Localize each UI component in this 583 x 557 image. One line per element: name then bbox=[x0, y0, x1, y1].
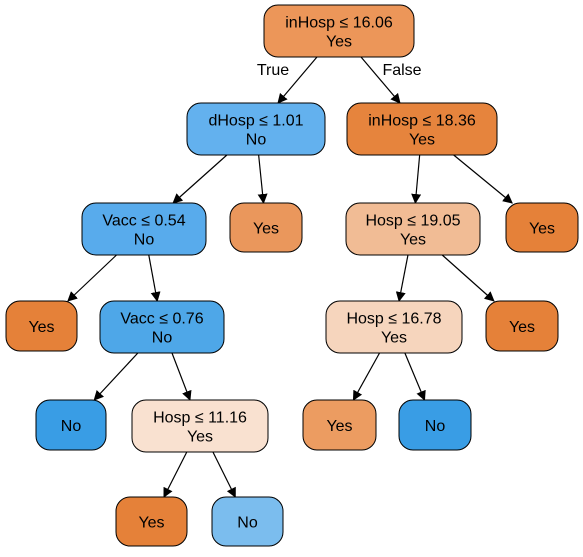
tree-node-box bbox=[505, 202, 579, 253]
tree-node-split-rule: inHosp ≤ 16.06 bbox=[285, 15, 393, 32]
tree-node-box bbox=[229, 202, 303, 253]
tree-node-box bbox=[485, 300, 559, 352]
tree-node-class: Yes bbox=[409, 132, 435, 149]
tree-node-split-rule: inHosp ≤ 18.36 bbox=[368, 113, 476, 130]
tree-node: Yes bbox=[229, 202, 303, 253]
tree-node-split-rule: Hosp ≤ 11.16 bbox=[153, 410, 247, 427]
tree-node-box bbox=[346, 102, 498, 156]
tree-node-box bbox=[5, 300, 78, 352]
tree-edge-arrow bbox=[441, 254, 495, 302]
tree-node: Yes bbox=[505, 202, 579, 253]
tree-node-box bbox=[81, 202, 207, 256]
tree-node-class: Yes bbox=[381, 330, 407, 347]
tree-node: Yes bbox=[485, 300, 559, 352]
tree-edge-arrow bbox=[395, 254, 409, 302]
tree-node-class: Yes bbox=[326, 418, 352, 435]
tree-edge-arrow bbox=[172, 154, 228, 204]
tree-node-class: Yes bbox=[509, 319, 535, 336]
tree-edge-arrow bbox=[212, 451, 236, 498]
tree-node-class: Yes bbox=[253, 221, 279, 238]
edge-label-true: True bbox=[257, 62, 289, 79]
tree-node: No bbox=[35, 399, 107, 451]
tree-node-split-rule: Hosp ≤ 16.78 bbox=[346, 311, 441, 328]
tree-node-split-rule: Vacc ≤ 0.76 bbox=[120, 311, 203, 328]
tree-node-class: Yes bbox=[326, 34, 352, 51]
tree-node-split-rule: Vacc ≤ 0.54 bbox=[102, 213, 185, 230]
edges-layer bbox=[67, 56, 513, 498]
tree-node-box bbox=[131, 399, 269, 453]
tree-edge-arrow bbox=[453, 154, 513, 204]
tree-edge-arrow bbox=[171, 352, 192, 401]
tree-edge-arrow bbox=[257, 154, 268, 204]
tree-edge-arrow bbox=[411, 154, 422, 204]
tree-node-class: No bbox=[61, 418, 82, 435]
tree-node-class: Yes bbox=[529, 221, 555, 238]
tree-node-class: No bbox=[134, 232, 155, 249]
tree-node-class: No bbox=[246, 132, 267, 149]
tree-node: Yes bbox=[302, 399, 377, 451]
tree-node-box bbox=[302, 399, 377, 451]
tree-node-class: Yes bbox=[187, 429, 213, 446]
tree-edge-arrow bbox=[93, 352, 139, 401]
tree-node-box bbox=[211, 496, 284, 547]
tree-node-box bbox=[35, 399, 107, 451]
tree-node-box bbox=[345, 202, 481, 256]
tree-node-class: No bbox=[425, 418, 446, 435]
tree-node-box bbox=[398, 399, 472, 451]
tree-node-split-rule: Hosp ≤ 19.05 bbox=[365, 213, 460, 230]
tree-node-box bbox=[263, 4, 415, 58]
tree-node-box bbox=[99, 300, 225, 354]
tree-edge-arrow bbox=[404, 352, 426, 401]
edge-label-false: False bbox=[382, 62, 421, 79]
tree-edge-arrow bbox=[67, 254, 117, 302]
tree-node: No bbox=[398, 399, 472, 451]
tree-node: No bbox=[211, 496, 284, 547]
tree-node-split-rule: dHosp ≤ 1.01 bbox=[208, 113, 303, 130]
tree-node-box bbox=[115, 496, 188, 547]
tree-edge-arrow bbox=[277, 56, 318, 104]
tree-node: Yes bbox=[5, 300, 78, 352]
tree-node-class: Yes bbox=[400, 232, 426, 249]
tree-node-class: Yes bbox=[28, 319, 54, 336]
tree-edge-arrow bbox=[163, 451, 188, 498]
tree-node-class: Yes bbox=[138, 515, 164, 532]
tree-edge-arrow bbox=[352, 352, 381, 401]
tree-edge-arrow bbox=[148, 254, 161, 302]
tree-node-class: No bbox=[237, 515, 258, 532]
tree-node-box bbox=[186, 102, 326, 156]
tree-node-box bbox=[325, 300, 463, 354]
tree-node-class: No bbox=[152, 330, 173, 347]
tree-edge-arrow bbox=[360, 56, 401, 104]
tree-node: Yes bbox=[115, 496, 188, 547]
